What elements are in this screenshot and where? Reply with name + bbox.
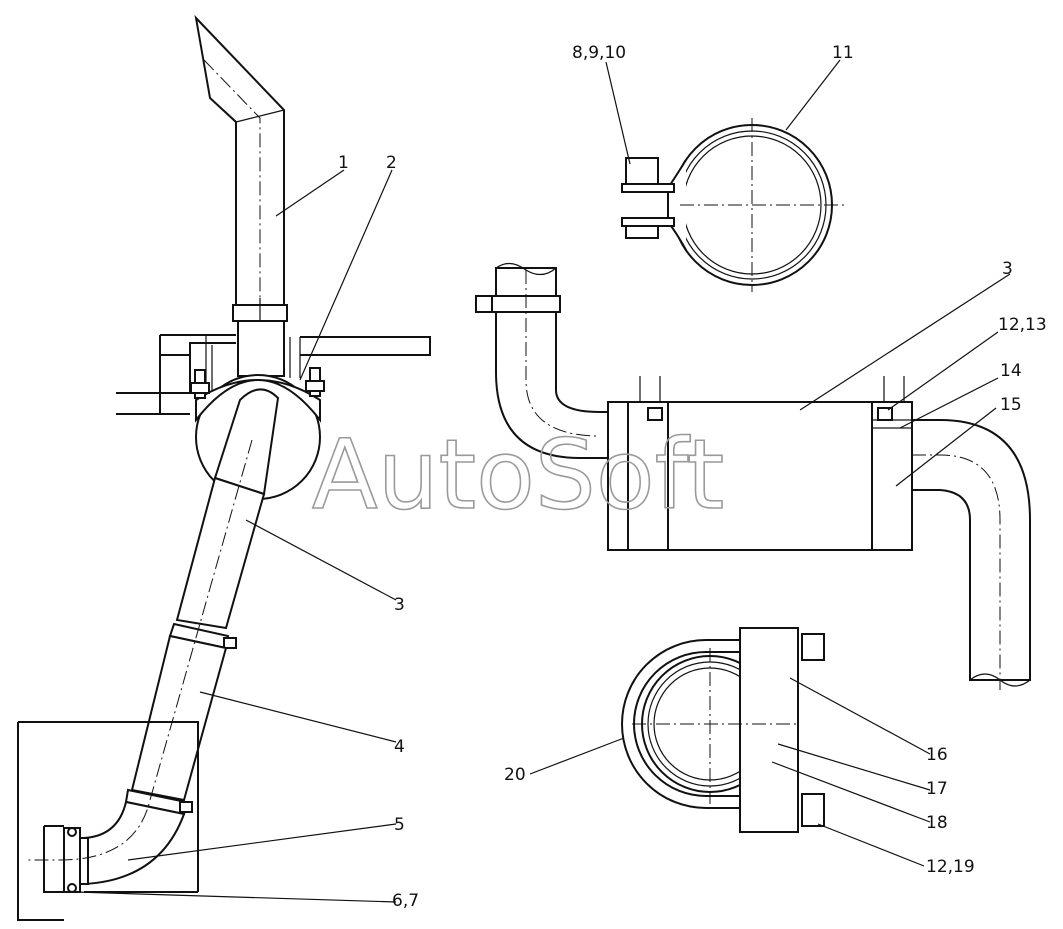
leader-15 xyxy=(895,407,997,487)
pipe-4 xyxy=(130,634,228,802)
callout-20: 20 xyxy=(504,765,526,785)
callout-3-right: 3 xyxy=(1002,259,1013,279)
tail-pipe-centerline xyxy=(203,59,261,318)
callout-17: 17 xyxy=(926,779,948,799)
clamp-section-bottom xyxy=(621,627,825,833)
callout-4: 4 xyxy=(394,737,405,757)
clamp-bolt-upper xyxy=(223,637,237,649)
left-assembly xyxy=(17,14,431,921)
leader-17 xyxy=(777,743,931,791)
leader-3-left xyxy=(245,519,397,601)
leader-16 xyxy=(789,677,931,755)
clamp-section-top xyxy=(621,118,846,292)
callout-67: 6,7 xyxy=(392,891,419,911)
tail-pipe-lower xyxy=(237,320,285,377)
tail-pipe-inner xyxy=(235,109,285,123)
inlet-pipe xyxy=(495,267,609,459)
nut-bottom xyxy=(801,793,825,827)
clamp-11-lug-bottom xyxy=(621,217,675,227)
band-nut-right xyxy=(877,407,893,421)
callout-labels: 1 2 3 4 5 6,7 8,9,10 11 3 12,13 14 15 16… xyxy=(338,43,1047,911)
exhaust-elbow xyxy=(83,800,186,886)
mount-nut-right xyxy=(305,380,325,392)
frame-detail xyxy=(205,335,301,393)
callout-1: 1 xyxy=(338,153,349,173)
leader-lines xyxy=(75,59,1011,903)
callout-5: 5 xyxy=(394,815,405,835)
clamp-bolt-lower xyxy=(179,801,193,813)
callout-14: 14 xyxy=(1000,361,1022,381)
watermark: AutoSoft xyxy=(312,419,724,531)
muffler-band-left xyxy=(627,401,669,551)
clamp-11-bolt-head xyxy=(625,157,659,187)
leader-5 xyxy=(127,823,397,861)
callout-16: 16 xyxy=(926,745,948,765)
callout-18: 18 xyxy=(926,813,948,833)
clamp-block-16 xyxy=(739,627,799,833)
muffler-side-view xyxy=(475,262,1031,690)
callout-2: 2 xyxy=(386,153,397,173)
leader-8910 xyxy=(605,61,631,165)
leader-3-right xyxy=(799,273,1011,411)
callout-1213: 12,13 xyxy=(998,315,1047,335)
leader-11 xyxy=(785,59,841,131)
pipe-3 xyxy=(175,476,266,630)
callout-1219: 12,19 xyxy=(926,857,975,877)
nut-top xyxy=(801,633,825,661)
flange-bolt-top xyxy=(67,827,77,837)
callout-8910: 8,9,10 xyxy=(572,43,626,63)
u-bolt-20 xyxy=(621,639,741,809)
muffler-mount-band xyxy=(195,379,321,423)
clamp-11-nut xyxy=(625,225,659,239)
callout-15: 15 xyxy=(1000,395,1022,415)
leader-1213 xyxy=(887,331,999,411)
leader-4 xyxy=(199,691,397,743)
pipe-u-bend xyxy=(213,388,280,496)
leader-67 xyxy=(75,891,397,903)
band-straps xyxy=(639,376,905,402)
outlet-centerline xyxy=(912,454,1001,690)
callout-3-left: 3 xyxy=(394,595,405,615)
leader-14 xyxy=(899,377,999,429)
leader-1219 xyxy=(817,823,925,867)
clamp-11-ears xyxy=(667,159,687,251)
leader-2 xyxy=(299,169,393,381)
leader-20 xyxy=(529,737,625,775)
leader-18 xyxy=(771,761,931,823)
leader-1 xyxy=(275,169,345,217)
inlet-clamp-bolt xyxy=(475,295,493,313)
band-nut-left xyxy=(647,407,663,421)
flange-bolt-bottom xyxy=(67,883,77,893)
muffler-band-right xyxy=(871,401,913,551)
callout-11: 11 xyxy=(832,43,854,63)
frame-rail xyxy=(116,334,431,415)
engine-outline xyxy=(17,721,199,921)
flange-spacer xyxy=(79,837,89,885)
clamp-11-lug-top xyxy=(621,183,675,193)
tail-pipe xyxy=(194,14,285,309)
pipe-centerline xyxy=(28,439,253,861)
mount-nut-left xyxy=(190,382,210,394)
inlet-centerline xyxy=(525,270,601,437)
